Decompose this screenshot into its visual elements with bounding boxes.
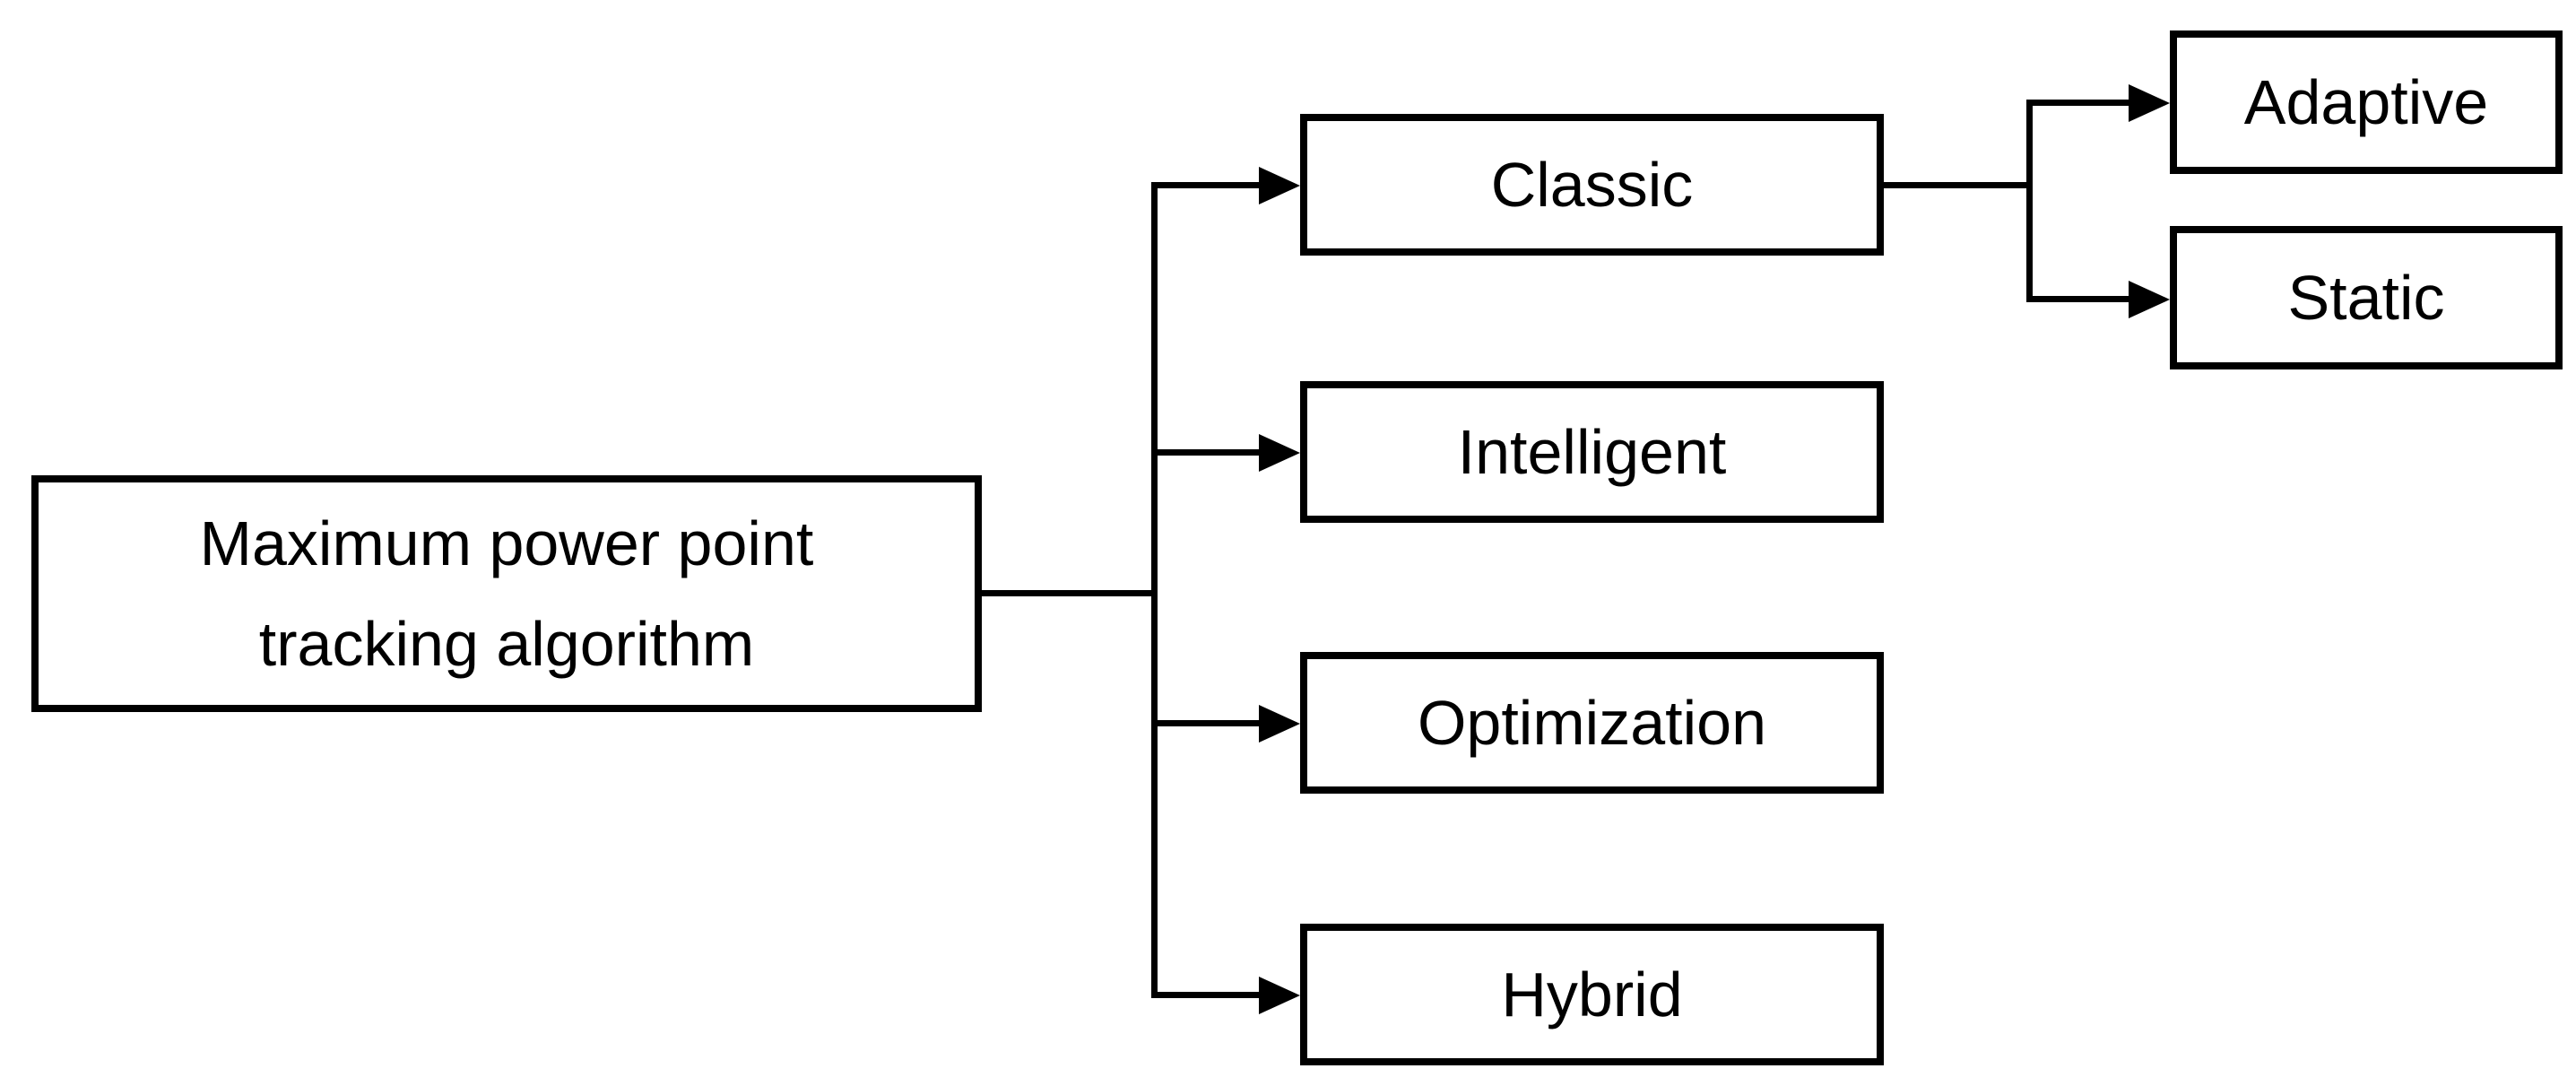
node-hybrid: Hybrid [1300,924,1884,1065]
connector-to-hybrid [1151,992,1262,998]
connector-to-classic [1151,182,1262,188]
arrow-right-icon [1259,434,1300,472]
node-adaptive: Adaptive [2170,30,2563,174]
trunk-line [1151,182,1158,998]
node-adaptive-label: Adaptive [2243,67,2489,137]
node-hybrid-label: Hybrid [1501,960,1683,1030]
arrow-right-icon [1259,977,1300,1014]
arrow-right-icon [1259,167,1300,204]
node-intelligent: Intelligent [1300,381,1884,523]
arrow-right-icon [2129,84,2170,122]
node-root: Maximum power point tracking algorithm [31,475,982,712]
arrow-right-icon [1259,705,1300,743]
node-classic: Classic [1300,114,1884,256]
classic-children-trunk-line [2026,100,2033,302]
node-classic-label: Classic [1490,150,1694,220]
node-root-label: Maximum power point tracking algorithm [199,508,814,679]
connector-to-adaptive [2026,100,2129,106]
node-intelligent-label: Intelligent [1457,417,1727,487]
connector-classic-to-children [1884,182,2033,188]
node-static: Static [2170,226,2563,369]
connector-root-to-trunk [982,590,1158,596]
connector-to-static [2026,296,2129,302]
node-optimization: Optimization [1300,652,1884,794]
node-optimization-label: Optimization [1417,688,1767,758]
arrow-right-icon [2129,281,2170,318]
node-static-label: Static [2287,263,2445,333]
connector-to-intelligent [1151,449,1262,456]
connector-to-optimization [1151,720,1262,726]
